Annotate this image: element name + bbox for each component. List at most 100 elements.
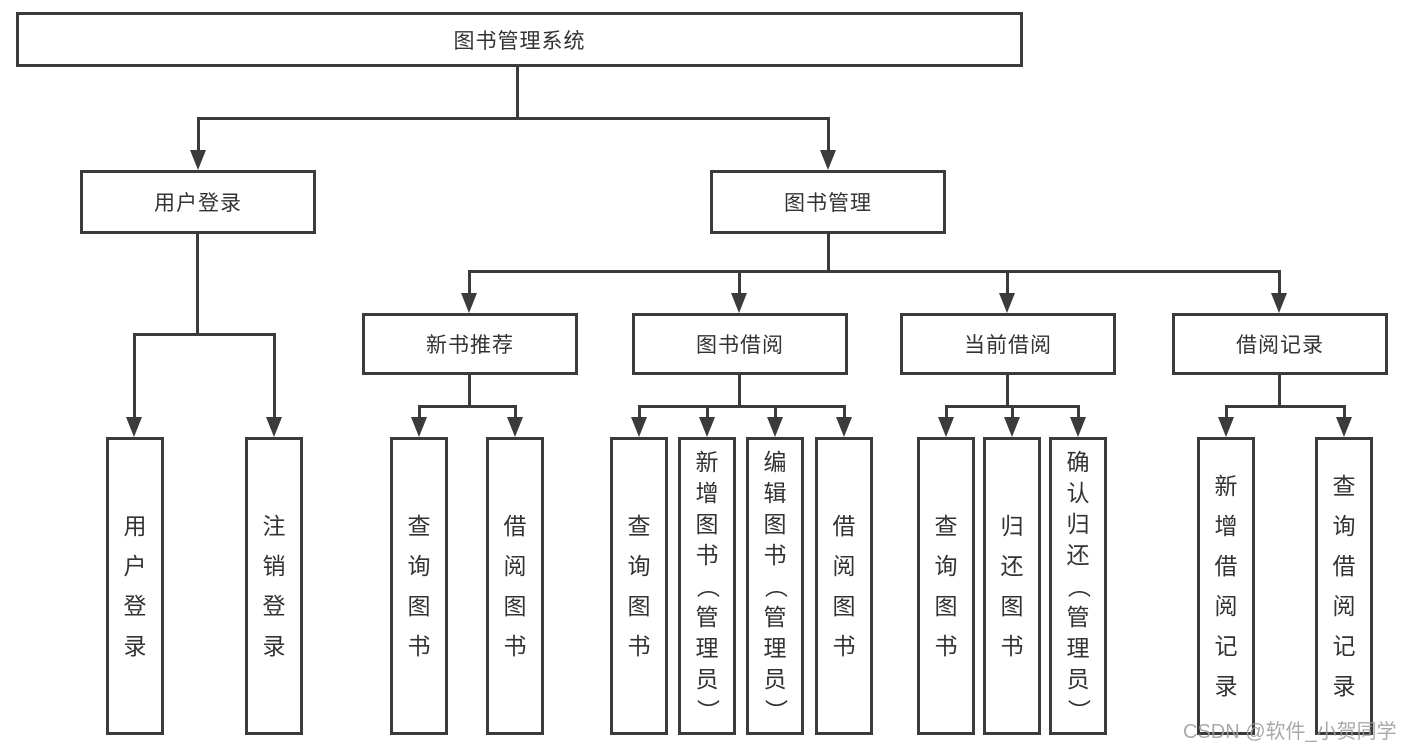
connector-arrowhead	[820, 150, 836, 170]
leaf-edit-books-admin-label: 编辑图书（管理员）	[749, 440, 801, 732]
connector-arrowhead	[266, 417, 282, 437]
connector-line	[468, 375, 471, 407]
leaf-label-char: 归	[1000, 513, 1024, 539]
node-current-borrowing: 当前借阅	[900, 313, 1116, 375]
node-book-borrowing-label: 图书借阅	[696, 334, 784, 357]
leaf-logout: 注销登录	[245, 437, 303, 735]
connector-line	[418, 405, 517, 408]
leaf-label-char: 增	[695, 479, 719, 506]
leaf-label-char: 借	[503, 513, 527, 539]
connector-arrowhead	[999, 293, 1015, 313]
connector-line	[273, 333, 276, 419]
leaf-label-char: 询	[1332, 513, 1356, 539]
connector-line	[1006, 375, 1009, 407]
connector-arrowhead	[1271, 293, 1287, 313]
leaf-label-char: 还	[1066, 541, 1090, 568]
leaf-borrow-books-recommend-label: 借阅图书	[489, 440, 541, 732]
connector-arrowhead	[767, 417, 783, 437]
connector-line	[774, 405, 777, 419]
leaf-query-books-current: 查询图书	[917, 437, 975, 735]
node-borrowing-records-label: 借阅记录	[1236, 334, 1324, 357]
leaf-confirm-return-admin-label: 确认归还（管理员）	[1052, 440, 1104, 732]
leaf-label-char: 管	[1066, 603, 1090, 630]
connector-arrowhead	[731, 293, 747, 313]
leaf-label-char: 管	[763, 603, 787, 630]
leaf-label-char: 书	[1000, 633, 1024, 659]
leaf-label-char: 新	[695, 448, 719, 475]
leaf-edit-books-admin: 编辑图书（管理员）	[746, 437, 804, 735]
leaf-label-char: 归	[1066, 510, 1090, 537]
leaf-label-char: ）	[1065, 698, 1092, 722]
node-user-login: 用户登录	[80, 170, 316, 234]
leaf-return-books-label: 归还图书	[986, 440, 1038, 732]
leaf-new-borrow-record: 新增借阅记录	[1197, 437, 1255, 735]
leaf-query-books-recommend: 查询图书	[390, 437, 448, 735]
leaf-label-char: 询	[627, 553, 651, 579]
leaf-label-char: 阅	[1214, 593, 1238, 619]
leaf-label-char: 图	[832, 593, 856, 619]
connector-line	[197, 117, 830, 120]
leaf-label-char: 书	[934, 633, 958, 659]
leaf-borrow-books-recommend: 借阅图书	[486, 437, 544, 735]
leaf-label-char: 查	[934, 513, 958, 539]
leaf-label-char: 登	[123, 593, 147, 619]
connector-line	[133, 333, 136, 419]
leaf-label-char: 借	[832, 513, 856, 539]
leaf-logout-label: 注销登录	[248, 440, 300, 732]
leaf-label-char: ）	[762, 698, 789, 722]
connector-arrowhead	[1004, 417, 1020, 437]
node-book-management: 图书管理	[710, 170, 946, 234]
leaf-label-char: 员	[1066, 665, 1090, 692]
leaf-label-char: 询	[934, 553, 958, 579]
node-book-borrowing: 图书借阅	[632, 313, 848, 375]
connector-line	[945, 405, 948, 419]
connector-line	[1225, 405, 1228, 419]
node-user-login-label: 用户登录	[154, 192, 242, 215]
node-new-book-recommendation: 新书推荐	[362, 313, 578, 375]
leaf-add-books-admin: 新增图书（管理员）	[678, 437, 736, 735]
connector-line	[827, 117, 830, 152]
leaf-new-borrow-record-label: 新增借阅记录	[1200, 440, 1252, 732]
leaf-return-books: 归还图书	[983, 437, 1041, 735]
connector-line	[1006, 270, 1009, 295]
leaf-label-char: 查	[1332, 473, 1356, 499]
connector-line	[196, 234, 199, 335]
connector-arrowhead	[1336, 417, 1352, 437]
leaf-label-char: 书	[695, 541, 719, 568]
leaf-label-char: 理	[695, 634, 719, 661]
connector-line	[514, 405, 517, 419]
connector-arrowhead	[411, 417, 427, 437]
leaf-query-books-borrow: 查询图书	[610, 437, 668, 735]
connector-line	[133, 333, 276, 336]
node-current-borrowing-label: 当前借阅	[964, 334, 1052, 357]
leaf-label-char: 确	[1066, 448, 1090, 475]
leaf-label-char: 图	[934, 593, 958, 619]
leaf-label-char: 书	[832, 633, 856, 659]
leaf-label-char: （	[1065, 574, 1092, 598]
connector-line	[418, 405, 421, 419]
leaf-label-char: 登	[262, 593, 286, 619]
connector-line	[468, 270, 471, 295]
leaf-label-char: 辑	[763, 479, 787, 506]
leaf-borrow-books-label: 借阅图书	[818, 440, 870, 732]
leaf-label-char: 查	[627, 513, 651, 539]
connector-arrowhead	[1070, 417, 1086, 437]
csdn-watermark: CSDN @软件_小贺同学	[1183, 721, 1397, 743]
leaf-label-char: 户	[123, 553, 147, 579]
leaf-label-char: 管	[695, 603, 719, 630]
leaf-label-char: 录	[1332, 673, 1356, 699]
connector-line	[706, 405, 709, 419]
leaf-label-char: 书	[407, 633, 431, 659]
leaf-label-char: 理	[763, 634, 787, 661]
leaf-label-char: 员	[763, 665, 787, 692]
leaf-label-char: 还	[1000, 553, 1024, 579]
leaf-label-char: 图	[763, 510, 787, 537]
leaf-label-char: 录	[123, 633, 147, 659]
leaf-user-login: 用户登录	[106, 437, 164, 735]
node-borrowing-records: 借阅记录	[1172, 313, 1388, 375]
leaf-label-char: 查	[407, 513, 431, 539]
leaf-label-char: 录	[1214, 673, 1238, 699]
leaf-label-char: 阅	[1332, 593, 1356, 619]
connector-arrowhead	[1218, 417, 1234, 437]
